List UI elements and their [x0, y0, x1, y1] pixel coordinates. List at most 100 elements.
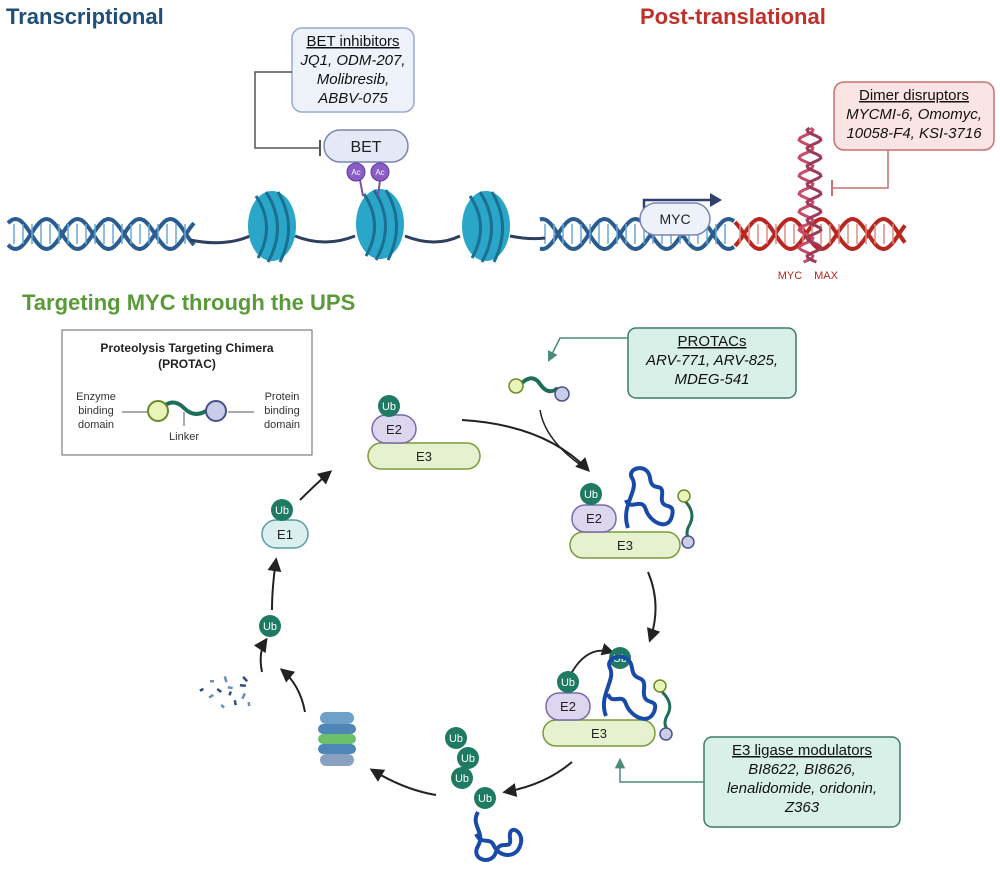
bet-inhibitors-box: BET inhibitors JQ1, ODM-207, Molibresib,…: [291, 27, 415, 113]
e3-label: E3: [591, 726, 607, 741]
ub-label: Ub: [584, 489, 598, 501]
protacs-heading: PROTACs: [678, 333, 747, 350]
ubiquitin: [457, 747, 479, 769]
enzyme-label: binding: [78, 405, 113, 417]
bet-inhibition-line: [254, 71, 320, 149]
acetyl-label: Ac: [375, 168, 384, 177]
acetyl-mark: [370, 162, 390, 182]
protac-legend-subtitle: (PROTAC): [158, 357, 216, 371]
enzyme-label: domain: [78, 419, 114, 431]
ubiquitin: [557, 671, 579, 693]
cycle-arrow: [279, 668, 306, 713]
ubiquitin: [259, 615, 281, 637]
myc-dimer-label: MYC: [778, 270, 803, 282]
ub-label: Ub: [478, 793, 492, 805]
ub-label: Ub: [561, 677, 575, 689]
e3-label: E3: [617, 538, 633, 553]
cycle-arrow: [502, 761, 573, 797]
ubiquitin: [580, 483, 602, 505]
e3-modulators-box: E3 ligase modulators BI8622, BI8626, len…: [703, 736, 901, 828]
e3-modulators-heading: E3 ligase modulators: [732, 742, 872, 759]
protein-binding-domain: [205, 400, 227, 422]
dimer-disruptors-heading: Dimer disruptors: [859, 87, 969, 104]
acetyl-label: Ac: [351, 168, 360, 177]
dimer-disruptors-line: 10058-F4, KSI-3716: [846, 125, 982, 142]
myc-protein: [624, 466, 675, 529]
ubiquitin: [271, 499, 293, 521]
protacs-box: PROTACs ARV-771, ARV-825, MDEG-541: [627, 327, 797, 399]
ups-header: Targeting MYC through the UPS: [22, 290, 355, 315]
proteasome: [318, 712, 356, 766]
dimer-inhibition-line: [832, 150, 889, 189]
bet-label: BET: [350, 139, 381, 156]
myc-protein: [473, 811, 524, 862]
e2-enzyme: [571, 504, 617, 533]
ubiquitin: [474, 787, 496, 809]
dimer-disruptors-box: Dimer disruptors MYCMI-6, Omomyc, 10058-…: [833, 81, 995, 151]
myc-gene-label: MYC: [659, 211, 690, 227]
transcriptional-header: Transcriptional: [6, 4, 164, 29]
cycle-arrow: [461, 419, 590, 473]
e2-label: E2: [560, 699, 576, 714]
protein-label: domain: [264, 419, 300, 431]
e1-complex: E1 Ub: [261, 499, 309, 549]
nucleosome: [462, 191, 510, 263]
cycle-arrow: [253, 637, 268, 673]
cycle-arrow: [267, 557, 282, 611]
ubiquitination-complex: E3 E2 Ub Ub: [542, 643, 673, 747]
bet-inhibitors-line: JQ1, ODM-207,: [299, 52, 405, 69]
bet-inhibitors-line: Molibresib,: [317, 71, 390, 88]
protein-label: Protein: [265, 391, 300, 403]
protacs-line: MDEG-541: [674, 371, 749, 388]
ubiquitin: [451, 767, 473, 789]
acetyl-mark: [346, 162, 366, 182]
dimer-disruptors-line: MYCMI-6, Omomyc,: [846, 106, 982, 123]
enzyme-label: Enzyme: [76, 391, 116, 403]
protac-legend: Proteolysis Targeting Chimera (PROTAC) E…: [61, 329, 313, 456]
protein-label: binding: [264, 405, 299, 417]
myc-max-dimer: [797, 126, 823, 264]
protac-legend-title: Proteolysis Targeting Chimera: [100, 341, 273, 355]
enzyme-binding-domain: [147, 400, 169, 422]
bet-protein: BET Ac Ac: [323, 129, 409, 197]
post-translational-header: Post-translational: [640, 4, 826, 29]
ubiquitin: [445, 727, 467, 749]
cycle-arrow: [369, 768, 437, 796]
degraded-peptides: [199, 675, 251, 709]
e2-label: E2: [386, 422, 402, 437]
polyubiquitinated-myc: Ub Ub Ub Ub: [445, 727, 524, 862]
ub-label: Ub: [382, 401, 396, 413]
e3-modulators-line: Z363: [784, 799, 820, 816]
cycle-arrow: [647, 571, 661, 643]
protacs-line: ARV-771, ARV-825,: [645, 352, 778, 369]
ternary-complex: E3 E2 Ub: [569, 466, 695, 559]
e2-label: E2: [586, 511, 602, 526]
e3-ligase: [542, 719, 656, 747]
ub-label: Ub: [275, 505, 289, 517]
bet-inhibitors-heading: BET inhibitors: [306, 33, 399, 50]
ub-label: Ub: [461, 753, 475, 765]
myc-protein: [602, 654, 658, 721]
e3-ligase: [569, 531, 681, 559]
protacs-arrow: [548, 337, 628, 362]
dna-strand: [6, 216, 907, 252]
e3-modulators-arrow: [614, 757, 704, 783]
e3-label: E3: [416, 449, 432, 464]
bet-inhibitors-line: ABBV-075: [317, 90, 388, 107]
nucleosome: [248, 191, 296, 263]
ub-label: Ub: [455, 773, 469, 785]
nucleosome: [356, 189, 404, 261]
ubiquitin: [378, 395, 400, 417]
e3-modulators-line: lenalidomide, oridonin,: [727, 780, 877, 797]
ub-label: Ub: [449, 733, 463, 745]
e1-label: E1: [277, 527, 293, 542]
e3-modulators-line: BI8622, BI8626,: [748, 761, 856, 778]
max-dimer-label: MAX: [814, 270, 839, 282]
linker-label: Linker: [169, 431, 199, 443]
e3-e2-ub-complex: E3 E2 Ub: [367, 395, 481, 470]
e3-ligase: [367, 442, 481, 470]
cycle-arrow: [299, 470, 333, 501]
ub-label: Ub: [263, 621, 277, 633]
protac-molecule: [508, 376, 570, 402]
